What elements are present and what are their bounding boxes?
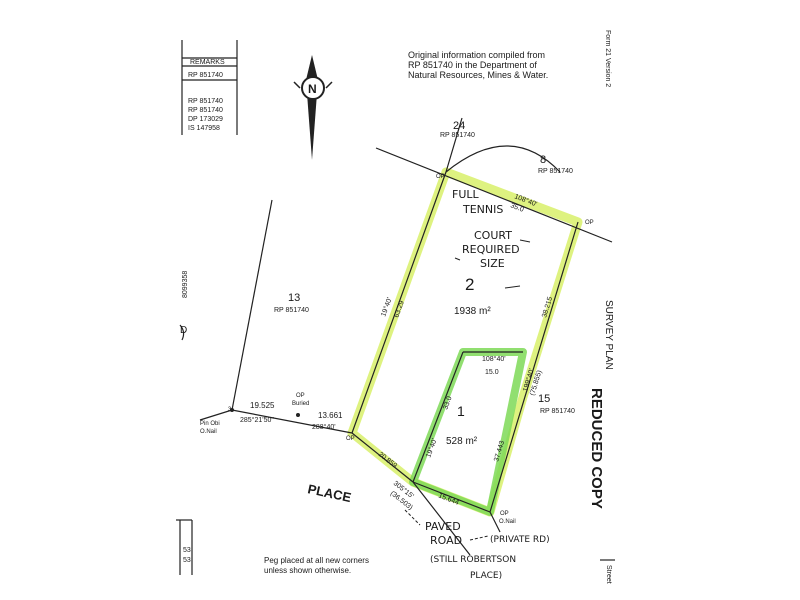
north-arrow-icon: N [293,55,333,160]
remarks-row: RP 851740 [188,107,223,114]
lot13-number: 13 [288,292,300,304]
dim-label: 35.0 [509,202,524,213]
handwritten-text: ROAD [430,534,462,547]
peg-note-line: Peg placed at all new corners [264,556,369,565]
handwritten-text: PLACE) [470,571,502,581]
form-label: Form 21 Version 2 [604,30,611,87]
handwritten-text: (STILL ROBERTSON [430,555,516,565]
side-label: 8099358 [182,271,189,298]
lot15-rp: RP 851740 [540,408,575,415]
parcel-boundaries [179,117,613,556]
lot15-number: 15 [538,393,550,405]
handwritten-text: SIZE [480,257,505,270]
dim-label: 108°40' [482,355,506,363]
op-mark: OP [346,436,355,442]
info-note-line: RP 851740 in the Department of [408,60,537,70]
lot2-number: 2 [465,275,474,294]
lot8-number: 8 [540,154,546,166]
handwritten-text: PAVED [425,520,461,533]
remarks-row: RP 851740 [188,98,223,105]
remarks-row: DP 173029 [188,116,223,123]
handwritten-text: TENNIS [462,203,503,216]
dim-label: 285°21'50" [240,416,274,424]
remarks-table: REMARKS RP 851740 RP 851740 RP 851740 DP… [181,40,238,135]
lot13-rp: RP 851740 [274,307,309,314]
handwritten-annotations: FULL TENNIS COURT REQUIRED SIZE PAVED RO… [404,188,550,581]
lot2-area: 1938 m² [454,306,491,317]
info-note-line: Original information compiled from [408,50,545,60]
op-mark: OP [436,174,445,180]
margin-text: 53 [183,557,191,564]
handwritten-text: COURT [474,229,512,242]
survey-plan-label: SURVEY PLAN [603,300,614,370]
place-label: PLACE [306,481,353,505]
info-note: Original information compiled from RP 85… [408,50,548,80]
survey-point-icon [296,413,300,417]
op-mark: OP [500,511,509,517]
reduced-copy-label: REDUCED COPY [588,388,605,509]
dim-label: 19.525 [250,401,275,410]
lot1-number: 1 [457,403,465,419]
o-nail-mark: O.Nail [200,429,217,435]
street-label: Street [605,565,612,584]
handwritten-text: REQUIRED [462,243,520,256]
lot1-area: 528 m² [446,436,478,447]
op-mark: OP [296,393,305,399]
remarks-header: REMARKS [190,59,225,66]
handwritten-text: (PRIVATE RD) [490,535,550,545]
lot24-rp: RP 851740 [440,132,475,139]
north-label: N [308,82,317,96]
remarks-row: IS 147958 [188,125,220,132]
op-mark: OP [585,220,594,226]
dim-label: 33.0 [442,395,453,410]
lot24-number: 24 [453,120,465,132]
pin-mark: Pin Obi [200,421,220,427]
survey-point-icon [230,408,234,412]
lot8-rp: RP 851740 [538,168,573,175]
dim-label: 288°40' [312,423,336,431]
handwritten-text: FULL [452,188,480,201]
info-note-line: Natural Resources, Mines & Water. [408,70,548,80]
remarks-row: RP 851740 [188,72,223,79]
o-nail-mark: O.Nail [499,519,516,525]
left-margin-box: 53 53 [176,519,193,575]
peg-note-line: unless shown otherwise. [264,566,351,575]
margin-text: 53 [183,547,191,554]
dim-label: 13.661 [318,411,343,420]
dim-label: 15.0 [485,369,499,376]
lot-d-label: D [180,325,187,336]
op-buried-mark: Buried [292,401,309,407]
